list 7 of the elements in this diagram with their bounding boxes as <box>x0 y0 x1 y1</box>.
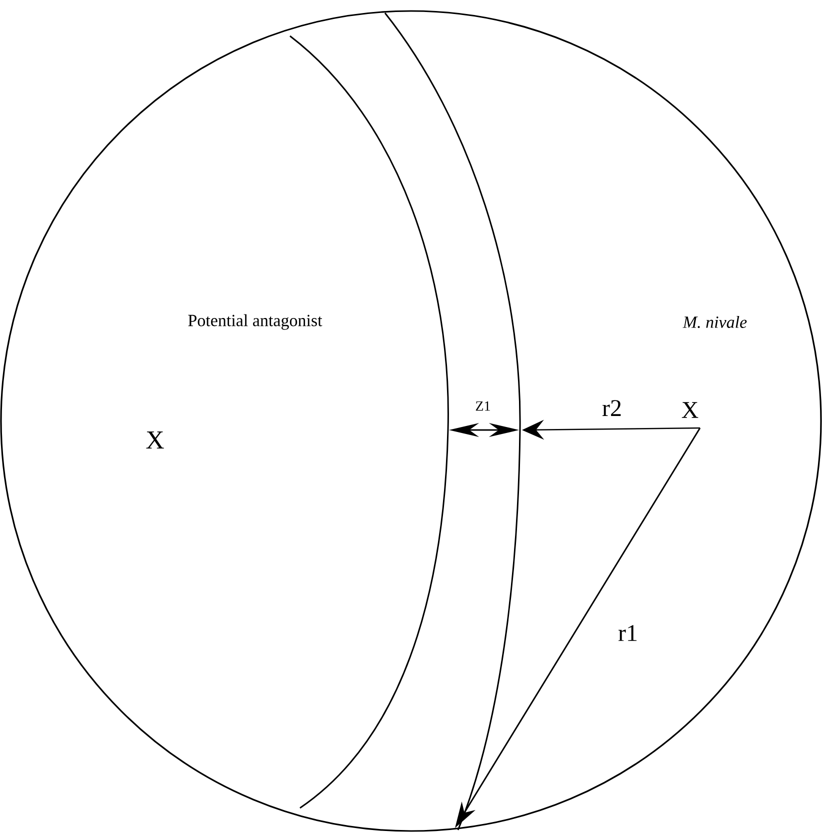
dimension-label: Z1 <box>476 401 490 411</box>
position-mark: X <box>146 431 164 449</box>
dimension-label: r2 <box>602 400 621 416</box>
dimension-label: r1 <box>618 625 637 641</box>
region-label: Potential antagonist <box>188 314 322 330</box>
region-label: M. nivale <box>682 316 747 328</box>
position-mark: X <box>682 402 698 418</box>
